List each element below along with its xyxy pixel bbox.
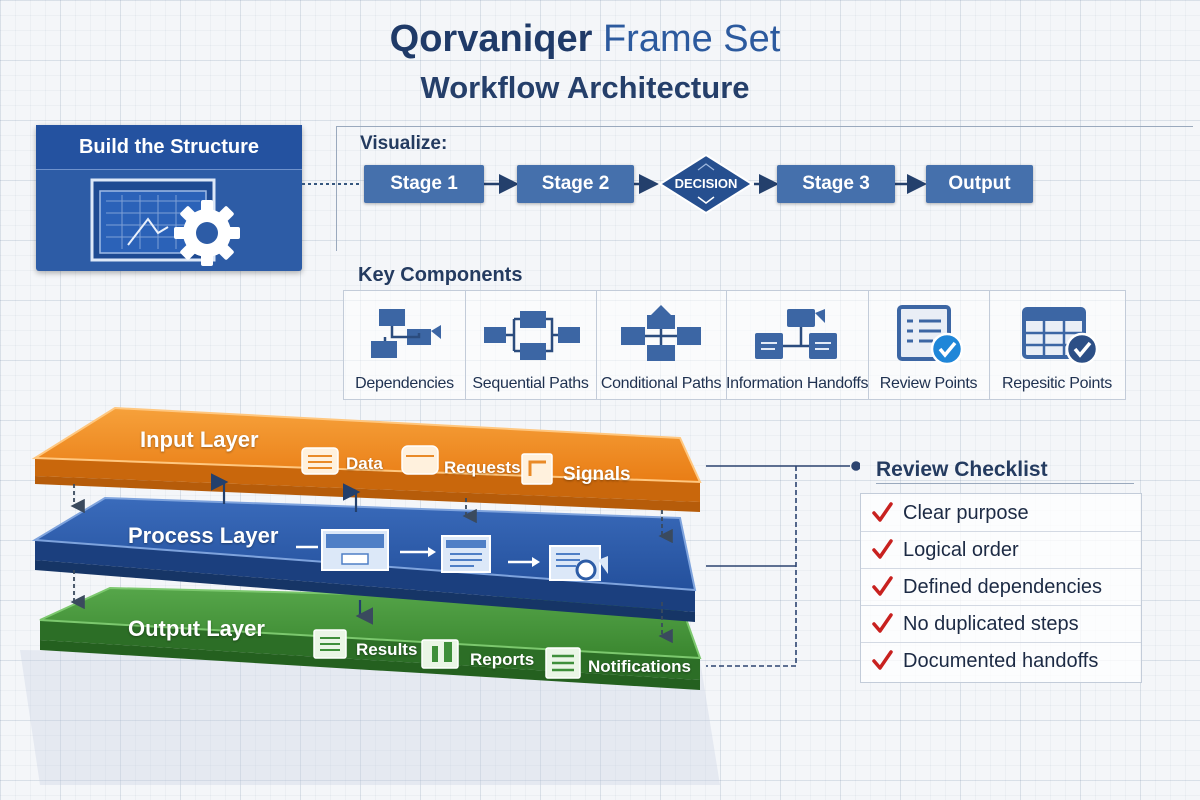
process-layer-title: Process Layer <box>128 523 279 548</box>
review-checklist-title: Review Checklist <box>876 458 1048 481</box>
gear-icon <box>174 200 240 266</box>
component-dependencies-label: Dependencies <box>355 375 454 392</box>
component-review-points: Review Points <box>868 291 990 399</box>
layer-stack-diagram <box>20 406 860 785</box>
title-brand: Qorvaniqer <box>389 18 593 60</box>
blueprint-gear-illustration <box>90 178 240 266</box>
document-window-icon <box>441 535 491 573</box>
output-item-notifications: Notifications <box>588 657 691 676</box>
input-item-requests: Requests <box>444 458 521 477</box>
checklist-title-rule <box>876 483 1134 484</box>
component-information-handoffs-label: Information Handoffs <box>726 375 869 392</box>
title-frame-set: Frame Set <box>602 18 781 60</box>
workflow-connectors <box>302 153 927 215</box>
component-sequential-paths-label: Sequential Paths <box>472 375 589 392</box>
visualize-panel <box>336 126 1193 251</box>
page-title: Qorvaniqer Frame Set <box>0 18 1170 61</box>
page-subtitle: Workflow Architecture <box>420 70 750 105</box>
sequential-paths-icon <box>483 311 580 360</box>
review-points-icon <box>896 305 963 366</box>
input-layer-title: Input Layer <box>140 427 259 452</box>
input-item-signals: Signals <box>563 464 631 485</box>
requests-icon <box>401 445 439 475</box>
stage-3-box: Stage 3 <box>777 165 895 203</box>
input-item-data: Data <box>346 454 383 473</box>
checklist-connectors <box>706 461 860 667</box>
output-item-results: Results <box>356 640 418 659</box>
visualize-label: Visualize: <box>360 133 448 154</box>
checklist-item: Logical order <box>861 531 1141 569</box>
information-handoffs-icon <box>755 309 837 359</box>
component-review-points-label: Review Points <box>879 375 978 392</box>
component-repesitic-points-label: Repesitic Points <box>1002 375 1112 392</box>
component-conditional-paths-label: Conditional Paths <box>600 375 722 392</box>
key-components-label: Key Components <box>358 264 523 286</box>
notifications-icon <box>545 647 581 679</box>
component-repesitic-points: Repesitic Points <box>989 291 1125 399</box>
output-box: Output <box>926 165 1033 203</box>
checkmark-icon <box>872 576 893 596</box>
checkmark-icon <box>872 613 893 633</box>
decision-diamond <box>658 153 754 215</box>
checklist-item: Defined dependencies <box>861 568 1141 606</box>
checklist-item: No duplicated steps <box>861 605 1141 643</box>
stage-2-box: Stage 2 <box>517 165 634 203</box>
checklist-item-label: No duplicated steps <box>903 613 1079 635</box>
component-dependencies: Dependencies <box>344 291 466 399</box>
signals-icon <box>521 453 553 485</box>
component-conditional-paths: Conditional Paths <box>596 291 727 399</box>
checklist-item-label: Logical order <box>903 539 1019 561</box>
checklist-item-label: Clear purpose <box>903 502 1029 524</box>
repesitic-points-icon <box>1022 307 1099 366</box>
decision-label: DECISION <box>674 176 738 191</box>
component-information-handoffs: Information Handoffs <box>726 291 869 399</box>
checklist-item-label: Documented handoffs <box>903 650 1099 672</box>
checkmark-icon <box>872 539 893 559</box>
key-components-panel: Dependencies Sequential Paths Conditiona… <box>343 290 1126 400</box>
output-item-reports: Reports <box>470 650 535 669</box>
search-window-icon <box>549 545 608 581</box>
checklist-item: Documented handoffs <box>861 642 1141 679</box>
build-structure-title: Build the Structure <box>36 125 302 170</box>
checkmark-icon <box>872 502 893 522</box>
reports-icon <box>421 639 459 669</box>
results-icon <box>313 629 347 659</box>
review-checklist-panel: Clear purpose Logical order Defined depe… <box>860 493 1142 683</box>
checklist-item: Clear purpose <box>861 494 1141 532</box>
conditional-paths-icon <box>621 305 701 361</box>
checklist-item-label: Defined dependencies <box>903 576 1103 598</box>
data-icon <box>301 447 339 475</box>
dependencies-icon <box>370 309 441 358</box>
component-sequential-paths: Sequential Paths <box>465 291 597 399</box>
checkmark-icon <box>872 650 893 670</box>
build-structure-panel: Build the Structure <box>36 125 302 271</box>
output-layer-title: Output Layer <box>128 616 265 641</box>
form-window-icon <box>321 529 389 571</box>
stage-1-box: Stage 1 <box>364 165 484 203</box>
layer-floor-shadow <box>20 650 720 785</box>
